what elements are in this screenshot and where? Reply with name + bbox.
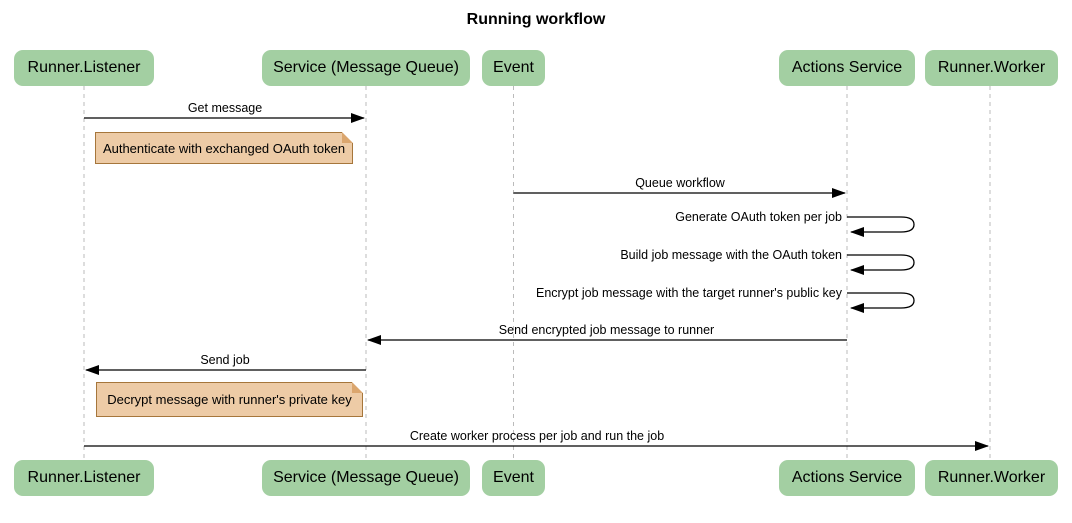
- actor-top-runner-worker: Runner.Worker: [925, 50, 1058, 86]
- actor-bottom-service-message-queue: Service (Message Queue): [262, 460, 470, 496]
- message-label-generate-oauth-token: Generate OAuth token per job: [675, 210, 842, 224]
- diagram-title: Running workflow: [466, 11, 606, 28]
- actor-bottom-actions-service: Actions Service: [779, 460, 915, 496]
- actor-top-event: Event: [482, 50, 545, 86]
- arrow-self-generate-oauth-token: [847, 216, 915, 237]
- arrow-self-build-job-message: [847, 254, 915, 275]
- actor-bottom-runner-listener: Runner.Listener: [14, 460, 154, 496]
- note-authenticate-oauth: Authenticate with exchanged OAuth token: [95, 132, 353, 164]
- actor-top-runner-listener: Runner.Listener: [14, 50, 154, 86]
- note-decrypt-message: Decrypt message with runner's private ke…: [96, 382, 363, 417]
- message-label-queue-workflow: Queue workflow: [635, 176, 725, 190]
- arrow-self-encrypt-job-message: [847, 292, 915, 313]
- actor-top-actions-service: Actions Service: [779, 50, 915, 86]
- actor-bottom-runner-worker: Runner.Worker: [925, 460, 1058, 496]
- actor-top-service-message-queue: Service (Message Queue): [262, 50, 470, 86]
- message-label-build-job-message: Build job message with the OAuth token: [620, 248, 842, 262]
- actor-bottom-event: Event: [482, 460, 545, 496]
- message-label-get-message: Get message: [187, 101, 263, 115]
- message-label-send-encrypted-message: Send encrypted job message to runner: [498, 323, 715, 337]
- message-label-send-job: Send job: [200, 353, 250, 367]
- message-label-create-worker-process: Create worker process per job and run th…: [409, 429, 665, 443]
- message-label-encrypt-job-message: Encrypt job message with the target runn…: [535, 286, 842, 300]
